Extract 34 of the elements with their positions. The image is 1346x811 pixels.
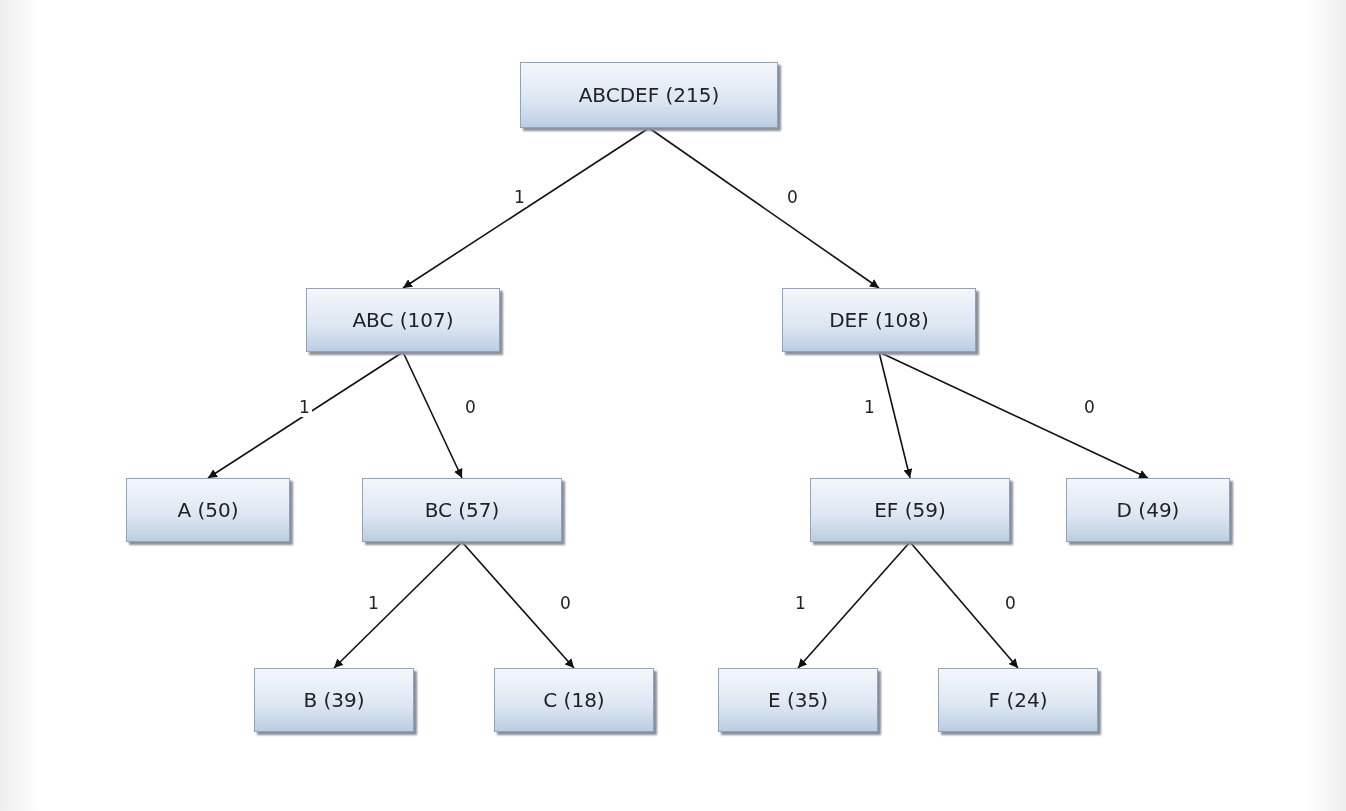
tree-node-box [810,478,1010,542]
tree-node-box [126,478,290,542]
tree-node-box [520,62,778,128]
node-label: F (24) [988,688,1048,712]
tree-node-box [494,668,654,732]
arrow [878,351,1149,479]
tree-node-box [782,288,976,352]
node-label: DEF (108) [829,308,929,332]
arrow [648,127,880,289]
tree-node-box [1066,478,1230,542]
node-label: EF (59) [874,498,946,522]
tree-node-box [718,668,878,732]
node-label: A (50) [177,498,239,522]
node-label: ABCDEF (215) [578,83,720,107]
node-label: D (49) [1116,498,1180,522]
edge-label: 1 [297,397,312,417]
arrow [333,541,463,669]
node-label: B (39) [303,688,365,712]
arrow [402,351,463,479]
tree-node-box [306,288,500,352]
arrow [878,351,913,479]
tree-node-box [362,478,562,542]
node-label: BC (57) [424,498,500,522]
tree-node-box [254,668,414,732]
arrow [402,127,650,289]
arrow [797,541,911,669]
arrow [909,541,1019,669]
arrow [207,351,404,479]
node-label: E (35) [767,688,829,712]
arrow [461,541,575,669]
tree-node-box [938,668,1098,732]
node-label: ABC (107) [352,308,454,332]
edge-label: 1 [512,187,527,207]
node-label: C (18) [543,688,605,712]
